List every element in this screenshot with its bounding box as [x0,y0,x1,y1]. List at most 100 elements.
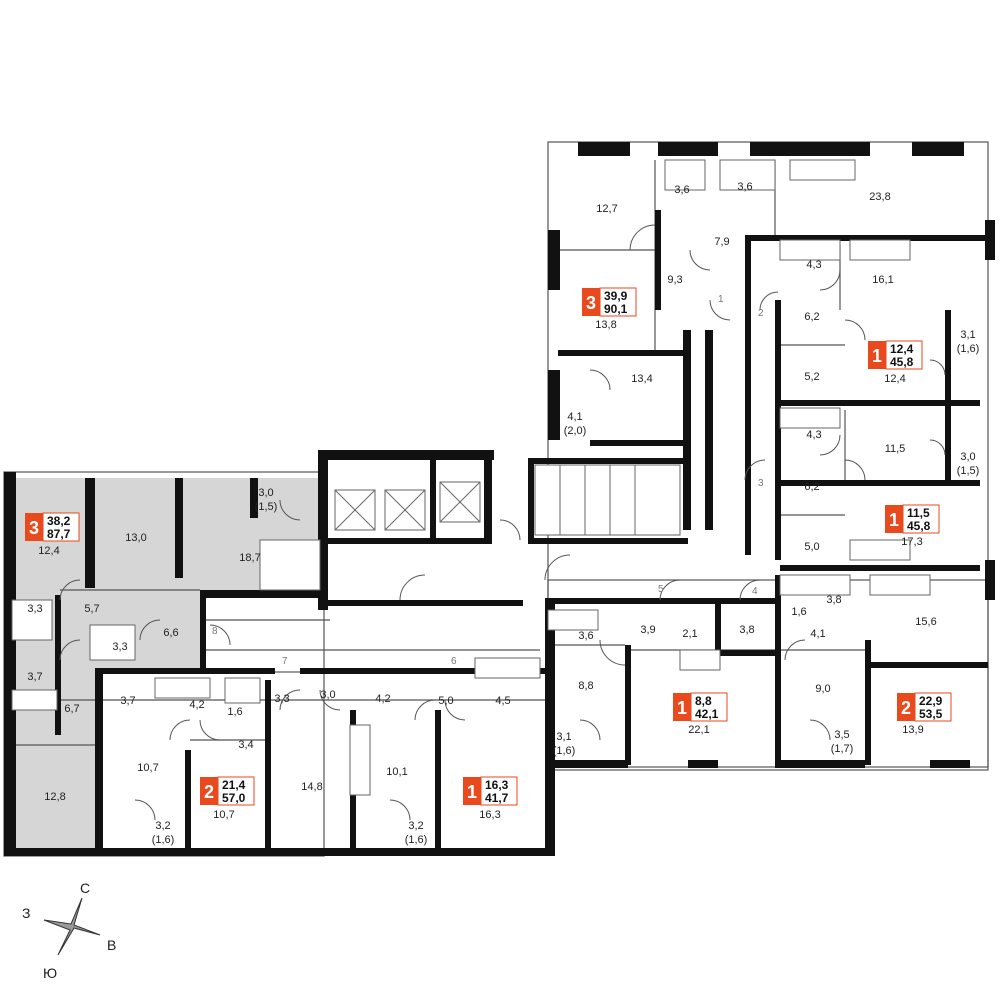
badge-living-area: 39,9 [604,289,628,303]
room-label: 14,8 [301,781,322,793]
room-label: (1,6) [553,745,576,757]
room-label: 3,0 [320,689,335,701]
badge-total-area: 42,1 [695,707,719,721]
room-label: 1,6 [227,706,242,718]
room-label: 22,1 [688,724,709,736]
corridor-number-6: 6 [451,656,457,667]
room-label: 16,1 [872,274,893,286]
room-label: 9,0 [815,683,830,695]
badge-rooms: 1 [889,510,899,530]
room-label: 9,3 [667,274,682,286]
room-label: 12,8 [44,791,65,803]
corridor-number-5: 5 [658,584,664,595]
fixtures [11,159,931,796]
room-label: 3,6 [674,184,689,196]
room-label: (1,6) [405,834,428,846]
room-label: 3,0 [960,451,975,463]
apartment-badge-2-south[interactable]: 2 21,4 57,0 [200,776,255,806]
badge-living-area: 16,3 [485,778,509,792]
badge-rooms: 2 [901,698,911,718]
room-label: 3,2 [408,820,423,832]
room-label: 7,9 [714,236,729,248]
badge-living-area: 12,4 [890,342,914,356]
badge-total-area: 41,7 [485,791,509,805]
room-label: 8,8 [578,680,593,692]
room-label: 3,7 [27,671,42,683]
apartment-badge-3-west[interactable]: 3 38,2 87,7 [25,512,80,542]
room-label: 3,3 [274,693,289,705]
badge-total-area: 53,5 [919,707,943,721]
apartment-badge-1-ne-lower[interactable]: 1 11,5 45,8 [885,504,940,534]
corridor-number-1: 1 [718,294,724,305]
room-label: 2,1 [682,628,697,640]
compass-west-label: З [22,905,30,921]
room-label: 11,5 [885,443,906,455]
compass-south-label: Ю [43,965,57,981]
room-label: 3,4 [238,739,253,751]
room-label: 3,9 [640,624,655,636]
room-label: 17,3 [901,536,922,548]
room-label: (1,6) [152,834,175,846]
room-label: (1,6) [957,343,980,355]
room-label: 12,7 [596,203,617,215]
room-label: 5,7 [84,603,99,615]
corridor-number-4: 4 [752,586,758,597]
room-label: (1,5) [255,501,278,513]
room-label: (1,7) [831,743,854,755]
corridor-number-3: 3 [758,478,764,489]
room-label: 4,2 [189,699,204,711]
room-label: 10,7 [137,762,158,774]
compass-north-label: С [80,880,90,896]
room-label: 4,2 [375,693,390,705]
room-label: 10,7 [213,809,234,821]
badge-living-area: 22,9 [919,694,943,708]
room-label: 10,1 [386,766,407,778]
room-label: 3,8 [739,624,754,636]
room-label: (1,5) [957,465,980,477]
room-label: 1,6 [791,606,806,618]
apartment-badge-2-east[interactable]: 2 22,9 53,5 [897,692,952,722]
room-labels: 12,7 3,6 3,6 23,8 7,9 9,3 13,8 4,3 16,1 … [27,181,979,846]
room-label: 6,2 [804,481,819,493]
room-label: 3,3 [27,603,42,615]
badge-rooms: 1 [677,698,687,718]
room-label: 4,3 [806,429,821,441]
room-label: 16,3 [479,809,500,821]
apartment-badge-1-center[interactable]: 1 8,8 42,1 [673,692,728,722]
room-label: 18,7 [239,552,260,564]
badge-rooms: 2 [204,782,214,802]
corridor-number-8: 8 [212,626,218,637]
room-label: 5,0 [804,541,819,553]
room-label: 4,1 [567,411,582,423]
room-label: 3,0 [258,487,273,499]
room-label: 3,6 [578,630,593,642]
room-label: (2,0) [564,425,587,437]
apartment-badge-1-ne-upper[interactable]: 1 12,4 45,8 [868,340,923,370]
apartment-badge-3-north[interactable]: 3 39,9 90,1 [582,287,637,317]
room-label: 3,1 [556,731,571,743]
corridor-number-7: 7 [282,656,288,667]
badge-living-area: 38,2 [47,514,71,528]
room-label: 4,5 [495,695,510,707]
apartment-badge-1-south[interactable]: 1 16,3 41,7 [463,776,518,806]
badge-total-area: 45,8 [890,355,914,369]
room-label: 15,6 [915,616,936,628]
room-label: 13,4 [631,373,652,385]
room-label: 3,8 [826,594,841,606]
room-label: 3,2 [155,820,170,832]
room-label: 3,5 [834,729,849,741]
room-label: 4,3 [806,259,821,271]
room-label: 13,8 [595,319,616,331]
badge-rooms: 3 [586,293,596,313]
compass-east-label: В [107,937,116,953]
badge-total-area: 57,0 [222,791,246,805]
room-label: 5,2 [804,371,819,383]
badge-total-area: 90,1 [604,302,628,316]
room-label: 12,4 [884,373,905,385]
door-swings [59,224,946,821]
badge-living-area: 11,5 [907,506,930,520]
badge-total-area: 45,8 [907,519,931,533]
room-label: 3,1 [960,329,975,341]
room-label: 3,3 [112,641,127,653]
